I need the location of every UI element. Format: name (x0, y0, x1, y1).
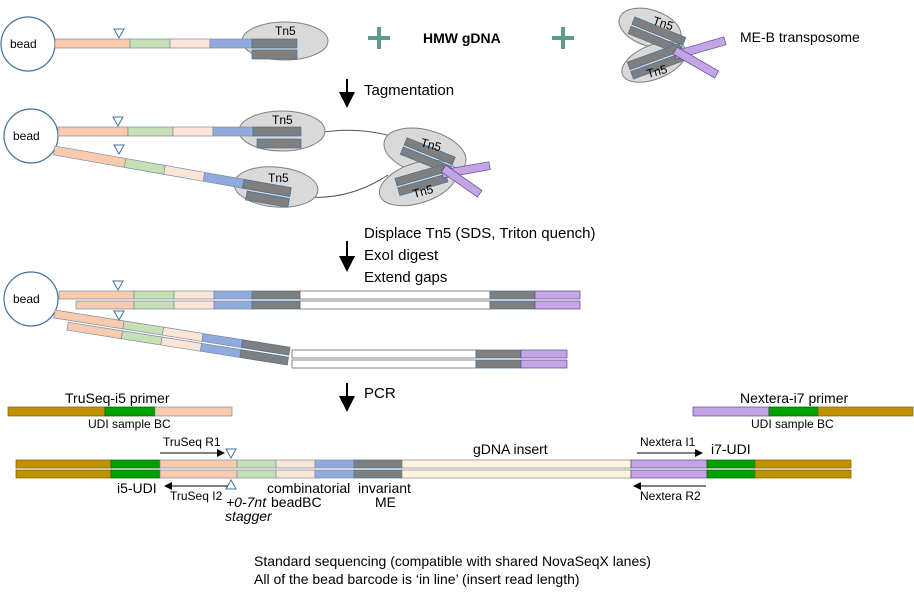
invariant-label-line2: ME (375, 494, 396, 510)
stagger-label-line1: +0-7nt (226, 494, 267, 510)
nextera-i1-label: Nextera I1 (640, 435, 696, 449)
stagger-label-line2: stagger (225, 508, 273, 524)
gdna-insert-label: gDNA insert (473, 441, 548, 457)
combinatorial-label-line2: beadBC (271, 494, 322, 510)
combinatorial-label-line1: combinatorial (267, 480, 350, 496)
nextera-r2-label: Nextera R2 (640, 489, 701, 503)
truseq-i5-primer-label: TruSeq-i5 primer (65, 390, 170, 406)
tn5-label-top: Tn5 (651, 14, 675, 34)
bead-label-2: bead (13, 129, 40, 143)
invariant-label-line1: invariant (358, 480, 411, 496)
nextera-i7-primer-label: Nextera-i7 primer (740, 390, 848, 406)
stagger-triangle (113, 28, 125, 40)
me-b-transposome-label: ME-B transposome (740, 29, 860, 45)
me-b-transposome-icon: Tn5 Tn5 (618, 7, 727, 83)
nextera-i7-primer: Nextera-i7 primer UDI sample BC (692, 390, 914, 431)
tn5-label: Tn5 (275, 24, 296, 38)
tn5-label-r2c: Tn5 (419, 135, 443, 154)
hmw-gdna-label: HMW gDNA (423, 30, 501, 46)
tn5-label-bottom: Tn5 (645, 62, 669, 81)
i7-udi-label: i7-UDI (711, 441, 751, 457)
stagger-triangle-up (225, 478, 237, 490)
footer-line-2: All of the bead barcode is ‘in line’ (in… (254, 571, 580, 587)
tn5-label-r2b: Tn5 (268, 171, 289, 185)
truseq-r1-label: TruSeq R1 (163, 435, 221, 449)
step-exoi: ExoI digest (364, 247, 439, 264)
row2-tagmented-bead: bead Tn5 Tn5 (3, 108, 491, 208)
udi-sample-bc-label-right: UDI sample BC (751, 417, 834, 431)
step-pcr: PCR (364, 385, 396, 402)
truseq-i2-label: TruSeq I2 (170, 489, 223, 503)
tn5-label-r2a: Tn5 (272, 113, 293, 127)
final-library (15, 448, 852, 490)
truseq-i5-primer: TruSeq-i5 primer UDI sample BC (7, 390, 233, 431)
stagger-triangle-down (225, 448, 237, 460)
row3-extended-bead: bead (3, 271, 581, 369)
bead-label-3: bead (13, 292, 40, 306)
row1-bead-construct: bead Tn5 (0, 16, 329, 72)
tn5-label-r2d: Tn5 (411, 182, 435, 201)
plus-sign-1 (368, 27, 390, 49)
step-extend: Extend gaps (364, 269, 447, 286)
plus-sign-2 (552, 27, 574, 49)
udi-sample-bc-label-left: UDI sample BC (88, 417, 171, 431)
step-tagmentation: Tagmentation (364, 82, 454, 99)
footer-line-1: Standard sequencing (compatible with sha… (254, 553, 651, 569)
i5-udi-label: i5-UDI (117, 480, 157, 496)
step-displace: Displace Tn5 (SDS, Triton quench) (364, 225, 596, 242)
bead-label: bead (10, 37, 37, 51)
